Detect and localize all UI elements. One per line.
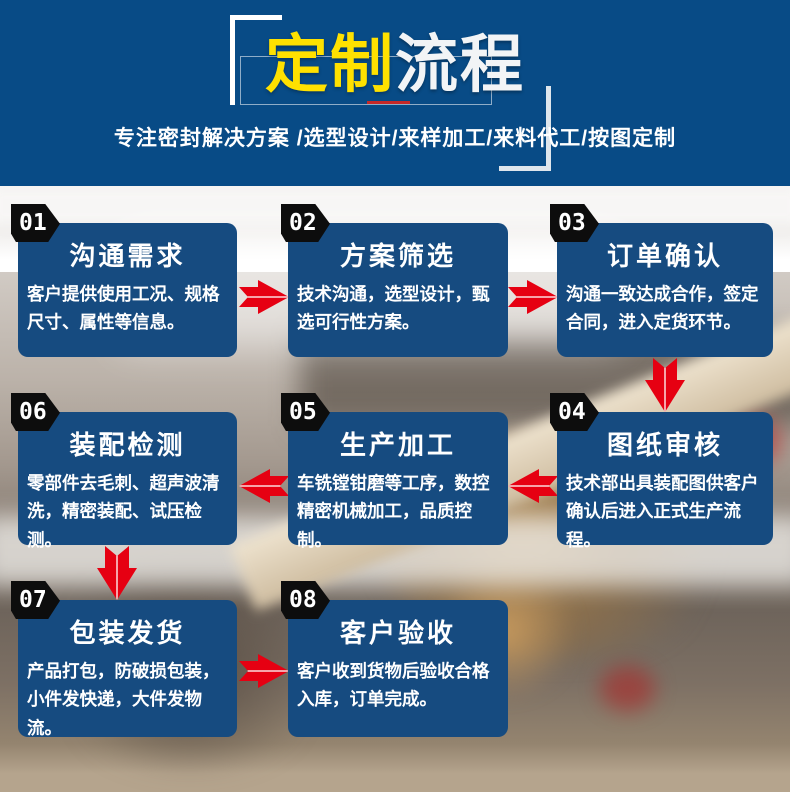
step-title: 方案筛选 <box>339 241 456 271</box>
step-title: 客户验收 <box>339 618 456 648</box>
flow-arrow-right-icon <box>508 280 558 314</box>
corner-bracket-bottom-right-icon <box>499 86 551 171</box>
step-title: 生产加工 <box>339 430 456 460</box>
step-body: 沟通一致达成合作，签定合同，进入定货环节。 <box>566 284 759 333</box>
flow-arrow-left-icon <box>508 469 558 503</box>
step-body: 技术沟通，选型设计，甄选可行性方案。 <box>297 284 490 333</box>
flow-arrow-down-icon <box>645 358 685 412</box>
step-body: 技术部出具装配图供客户确认后进入正式生产流程。 <box>566 473 759 550</box>
title-outline-box <box>240 56 492 105</box>
page-title-part1: 定制 <box>265 30 395 100</box>
step-card-02: 02 方案筛选 技术沟通，选型设计，甄选可行性方案。 <box>281 204 508 357</box>
subtitle: 专注密封解决方案 /选型设计/来样加工/来料代工/按图定制 <box>113 127 677 150</box>
step-card-04: 04 图纸审核 技术部出具装配图供客户确认后进入正式生产流程。 <box>550 393 773 550</box>
step-body: 产品打包，防破损包装，小件发快递，大件发物流。 <box>27 661 220 738</box>
page-title-part2: 流程 <box>395 30 525 100</box>
step-body: 车铣镗钳磨等工序，数控精密机械加工，品质控制。 <box>297 473 490 550</box>
step-card-07: 07 包装发货 产品打包，防破损包装，小件发快递，大件发物流。 <box>11 581 237 738</box>
title-underline <box>367 101 410 104</box>
corner-bracket-top-left-icon <box>230 15 282 105</box>
step-card-05: 05 生产加工 车铣镗钳磨等工序，数控精密机械加工，品质控制。 <box>281 393 508 550</box>
page-title: 定制流程 <box>0 34 790 97</box>
step-title: 图纸审核 <box>606 430 723 460</box>
step-card-08: 08 客户验收 客户收到货物后验收合格入库，订单完成。 <box>281 581 508 737</box>
step-title: 沟通需求 <box>69 241 186 271</box>
header-banner: 定制流程 专注密封解决方案 /选型设计/来样加工/来料代工/按图定制 <box>0 0 790 186</box>
step-title: 装配检测 <box>69 430 186 460</box>
step-body: 客户提供使用工况、规格尺寸、属性等信息。 <box>27 284 220 333</box>
step-card-03: 03 订单确认 沟通一致达成合作，签定合同，进入定货环节。 <box>550 204 773 357</box>
flow-arrow-down-icon <box>97 546 137 600</box>
step-body: 零部件去毛刺、超声波清洗，精密装配、试压检测。 <box>27 473 220 550</box>
background-light-band <box>0 186 790 226</box>
step-card-01: 01 沟通需求 客户提供使用工况、规格尺寸、属性等信息。 <box>11 204 237 357</box>
step-badge: 06 <box>11 393 60 431</box>
step-title: 订单确认 <box>606 241 723 271</box>
flow-arrow-right-icon <box>239 280 289 314</box>
step-badge: 04 <box>550 393 599 431</box>
background-red-part <box>600 666 655 711</box>
flow-arrow-right-icon <box>239 654 289 688</box>
step-body: 客户收到货物后验收合格入库，订单完成。 <box>297 661 490 710</box>
step-title: 包装发货 <box>69 618 186 648</box>
step-card-06: 06 装配检测 零部件去毛刺、超声波清洗，精密装配、试压检测。 <box>11 393 237 550</box>
flow-arrow-left-icon <box>239 469 289 503</box>
step-badge: 03 <box>550 204 599 242</box>
